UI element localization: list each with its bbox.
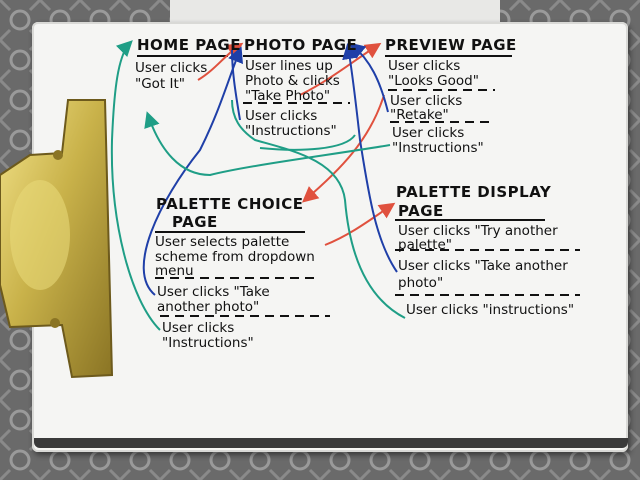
palette-display-action-2-line-2: photo" [398,275,444,291]
photo-page-title: PHOTO PAGE [244,36,358,54]
palette-display-title-line-1: PALETTE DISPLAY [396,183,552,201]
palette-choice-action-3-line-2: "Instructions" [162,335,254,351]
palette-display-title-line-2: PAGE [398,202,444,220]
photo-action-2-line-2: "Instructions" [245,123,337,139]
palette-choice-action-1-line-3: menu [155,263,194,279]
preview-action-1-line-2: "Looks Good" [388,73,479,89]
home-page-title: HOME PAGE [137,36,241,54]
palette-choice-title-line-1: PALETTE CHOICE [156,195,304,213]
palette-choice-action-2-line-1: User clicks "Take [157,284,270,300]
clipboard-clip [0,99,114,379]
palette-choice-action-2-line-2: another photo" [157,299,260,315]
preview-action-2-line-2: "Retake" [390,107,449,123]
palette-choice-action-1-line-1: User selects palette [155,234,290,250]
home-action-1-line-2: "Got It" [135,76,185,92]
preview-action-3-line-1: User clicks [392,125,465,141]
photo-action-1-line-2: Photo & clicks [245,73,340,89]
home-action-1-line-1: User clicks [135,60,208,76]
photo-action-1-line-3: "Take Photo" [245,88,331,104]
preview-action-1-line-1: User clicks [388,58,461,74]
palette-choice-action-1-line-2: scheme from dropdown [155,249,315,265]
palette-display-action-1-line-2: palette" [398,237,452,253]
photo-action-2-line-1: User clicks [245,108,318,124]
photo-action-1-line-1: User lines up [245,58,333,74]
whiteboard-edge [34,438,628,448]
preview-action-3-line-2: "Instructions" [392,140,484,156]
palette-display-action-1-line-1: User clicks "Try another [398,223,558,239]
palette-choice-action-3-line-1: User clicks [162,320,235,336]
preview-page-title: PREVIEW PAGE [385,36,517,54]
palette-display-action-2-line-1: User clicks "Take another [398,258,568,274]
palette-choice-title-line-2: PAGE [172,213,218,231]
preview-action-2-line-1: User clicks [390,93,463,109]
palette-display-action-3: User clicks "instructions" [406,302,575,318]
